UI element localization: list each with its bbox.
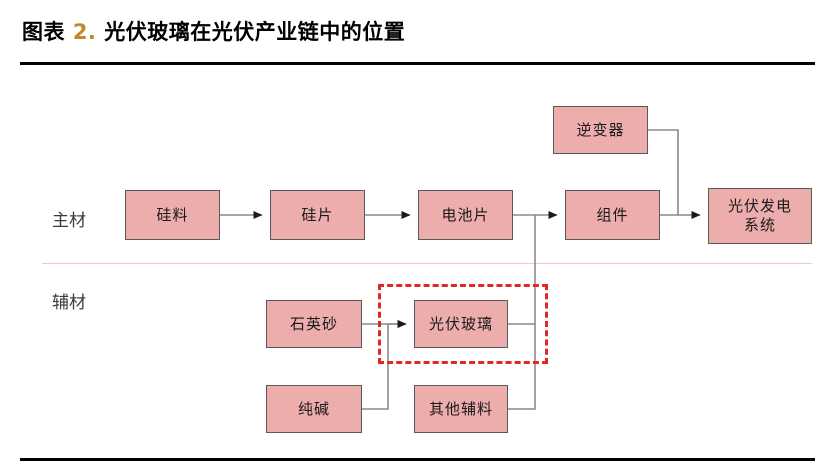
node-quartz-sand[interactable]: 石英砂 [266, 300, 362, 348]
node-silicon-material[interactable]: 硅料 [125, 190, 220, 240]
title-text: 光伏玻璃在光伏产业链中的位置 [104, 19, 406, 44]
title-number: 2. [72, 20, 97, 44]
page-title: 图表 2. 光伏玻璃在光伏产业链中的位置 [22, 16, 405, 46]
lane-label-main-materials: 主材 [52, 211, 86, 231]
highlight-dashed-box [378, 284, 548, 364]
node-module[interactable]: 组件 [565, 190, 660, 240]
node-pv-glass[interactable]: 光伏玻璃 [414, 300, 508, 348]
node-other-auxiliary-materials[interactable]: 其他辅料 [414, 385, 508, 433]
node-silicon-wafer[interactable]: 硅片 [270, 190, 365, 240]
node-pv-power-system[interactable]: 光伏发电 系统 [708, 188, 812, 244]
node-solar-cell[interactable]: 电池片 [418, 190, 513, 240]
title-rule-top [20, 62, 815, 65]
title-prefix: 图表 [22, 19, 65, 44]
node-soda-ash[interactable]: 纯碱 [266, 385, 362, 433]
figure-rule-bottom [20, 458, 815, 461]
node-inverter[interactable]: 逆变器 [553, 106, 648, 154]
lane-label-auxiliary-materials: 辅材 [52, 293, 86, 313]
lane-divider [42, 263, 812, 264]
